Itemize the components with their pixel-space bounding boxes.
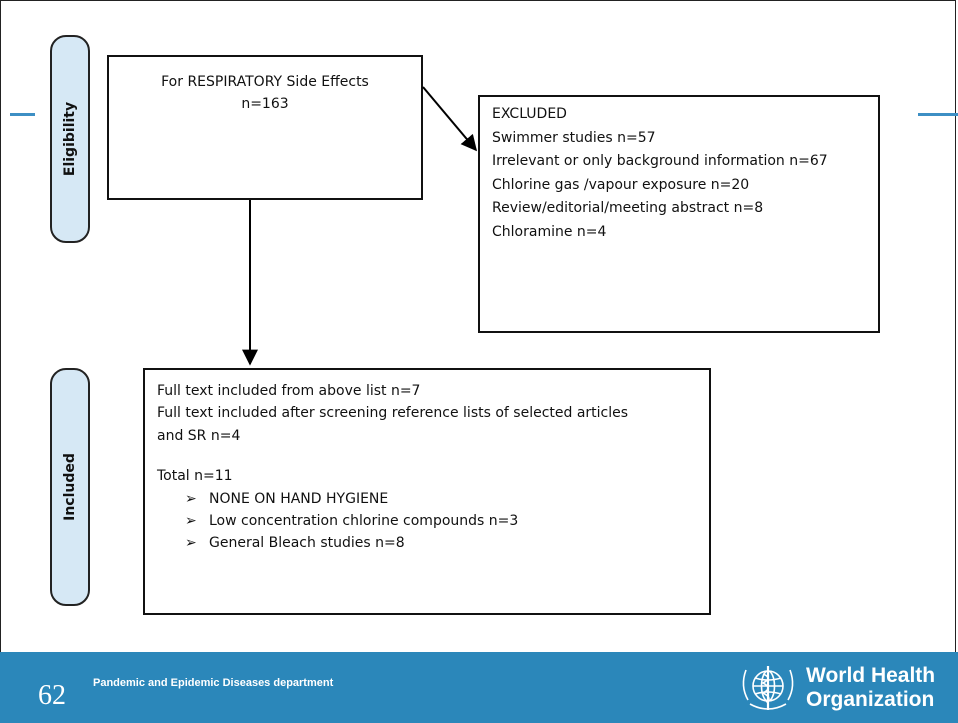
included-bullet: ➢NONE ON HAND HYGIENE bbox=[157, 488, 709, 510]
respiratory-box: For RESPIRATORY Side Effects n=163 bbox=[107, 55, 423, 200]
page-number: 62 bbox=[38, 680, 66, 711]
included-bullet: ➢Low concentration chlorine compounds n=… bbox=[157, 510, 709, 532]
included-line: Full text included after screening refer… bbox=[157, 405, 629, 422]
who-emblem-icon bbox=[742, 666, 794, 710]
excluded-box: EXCLUDED Swimmer studies n=57 Irrelevant… bbox=[478, 95, 880, 333]
excluded-heading: EXCLUDED bbox=[492, 106, 567, 122]
decorative-line-right bbox=[918, 113, 958, 116]
arrow-to-excluded bbox=[422, 86, 478, 152]
arrow-bullet-icon: ➢ bbox=[185, 512, 197, 529]
included-box: Full text included from above list n=7 F… bbox=[143, 368, 711, 615]
excluded-item: Irrelevant or only background informatio… bbox=[492, 153, 828, 170]
included-line: Full text included from above list n=7 bbox=[157, 383, 421, 399]
respiratory-title: For RESPIRATORY Side Effects bbox=[161, 74, 369, 90]
excluded-item: Swimmer studies n=57 bbox=[492, 129, 656, 146]
department-label: Pandemic and Epidemic Diseases departmen… bbox=[93, 677, 334, 689]
stage-label-eligibility: Eligibility bbox=[50, 35, 90, 243]
included-total: Total n=11 bbox=[157, 468, 233, 485]
who-logo-text: World Health Organization bbox=[806, 664, 936, 711]
included-line: and SR n=4 bbox=[157, 427, 241, 444]
excluded-item: Review/editorial/meeting abstract n=8 bbox=[492, 200, 764, 217]
arrow-bullet-icon: ➢ bbox=[185, 490, 197, 507]
included-bullet: ➢General Bleach studies n=8 bbox=[157, 532, 709, 554]
stage-label-included: Included bbox=[50, 368, 90, 606]
respiratory-count: n=163 bbox=[241, 96, 289, 113]
footer-bar bbox=[0, 652, 958, 723]
arrow-bullet-icon: ➢ bbox=[185, 535, 197, 552]
decorative-line-left bbox=[10, 113, 35, 116]
excluded-item: Chlorine gas /vapour exposure n=20 bbox=[492, 176, 750, 193]
excluded-item: Chloramine n=4 bbox=[492, 223, 607, 240]
